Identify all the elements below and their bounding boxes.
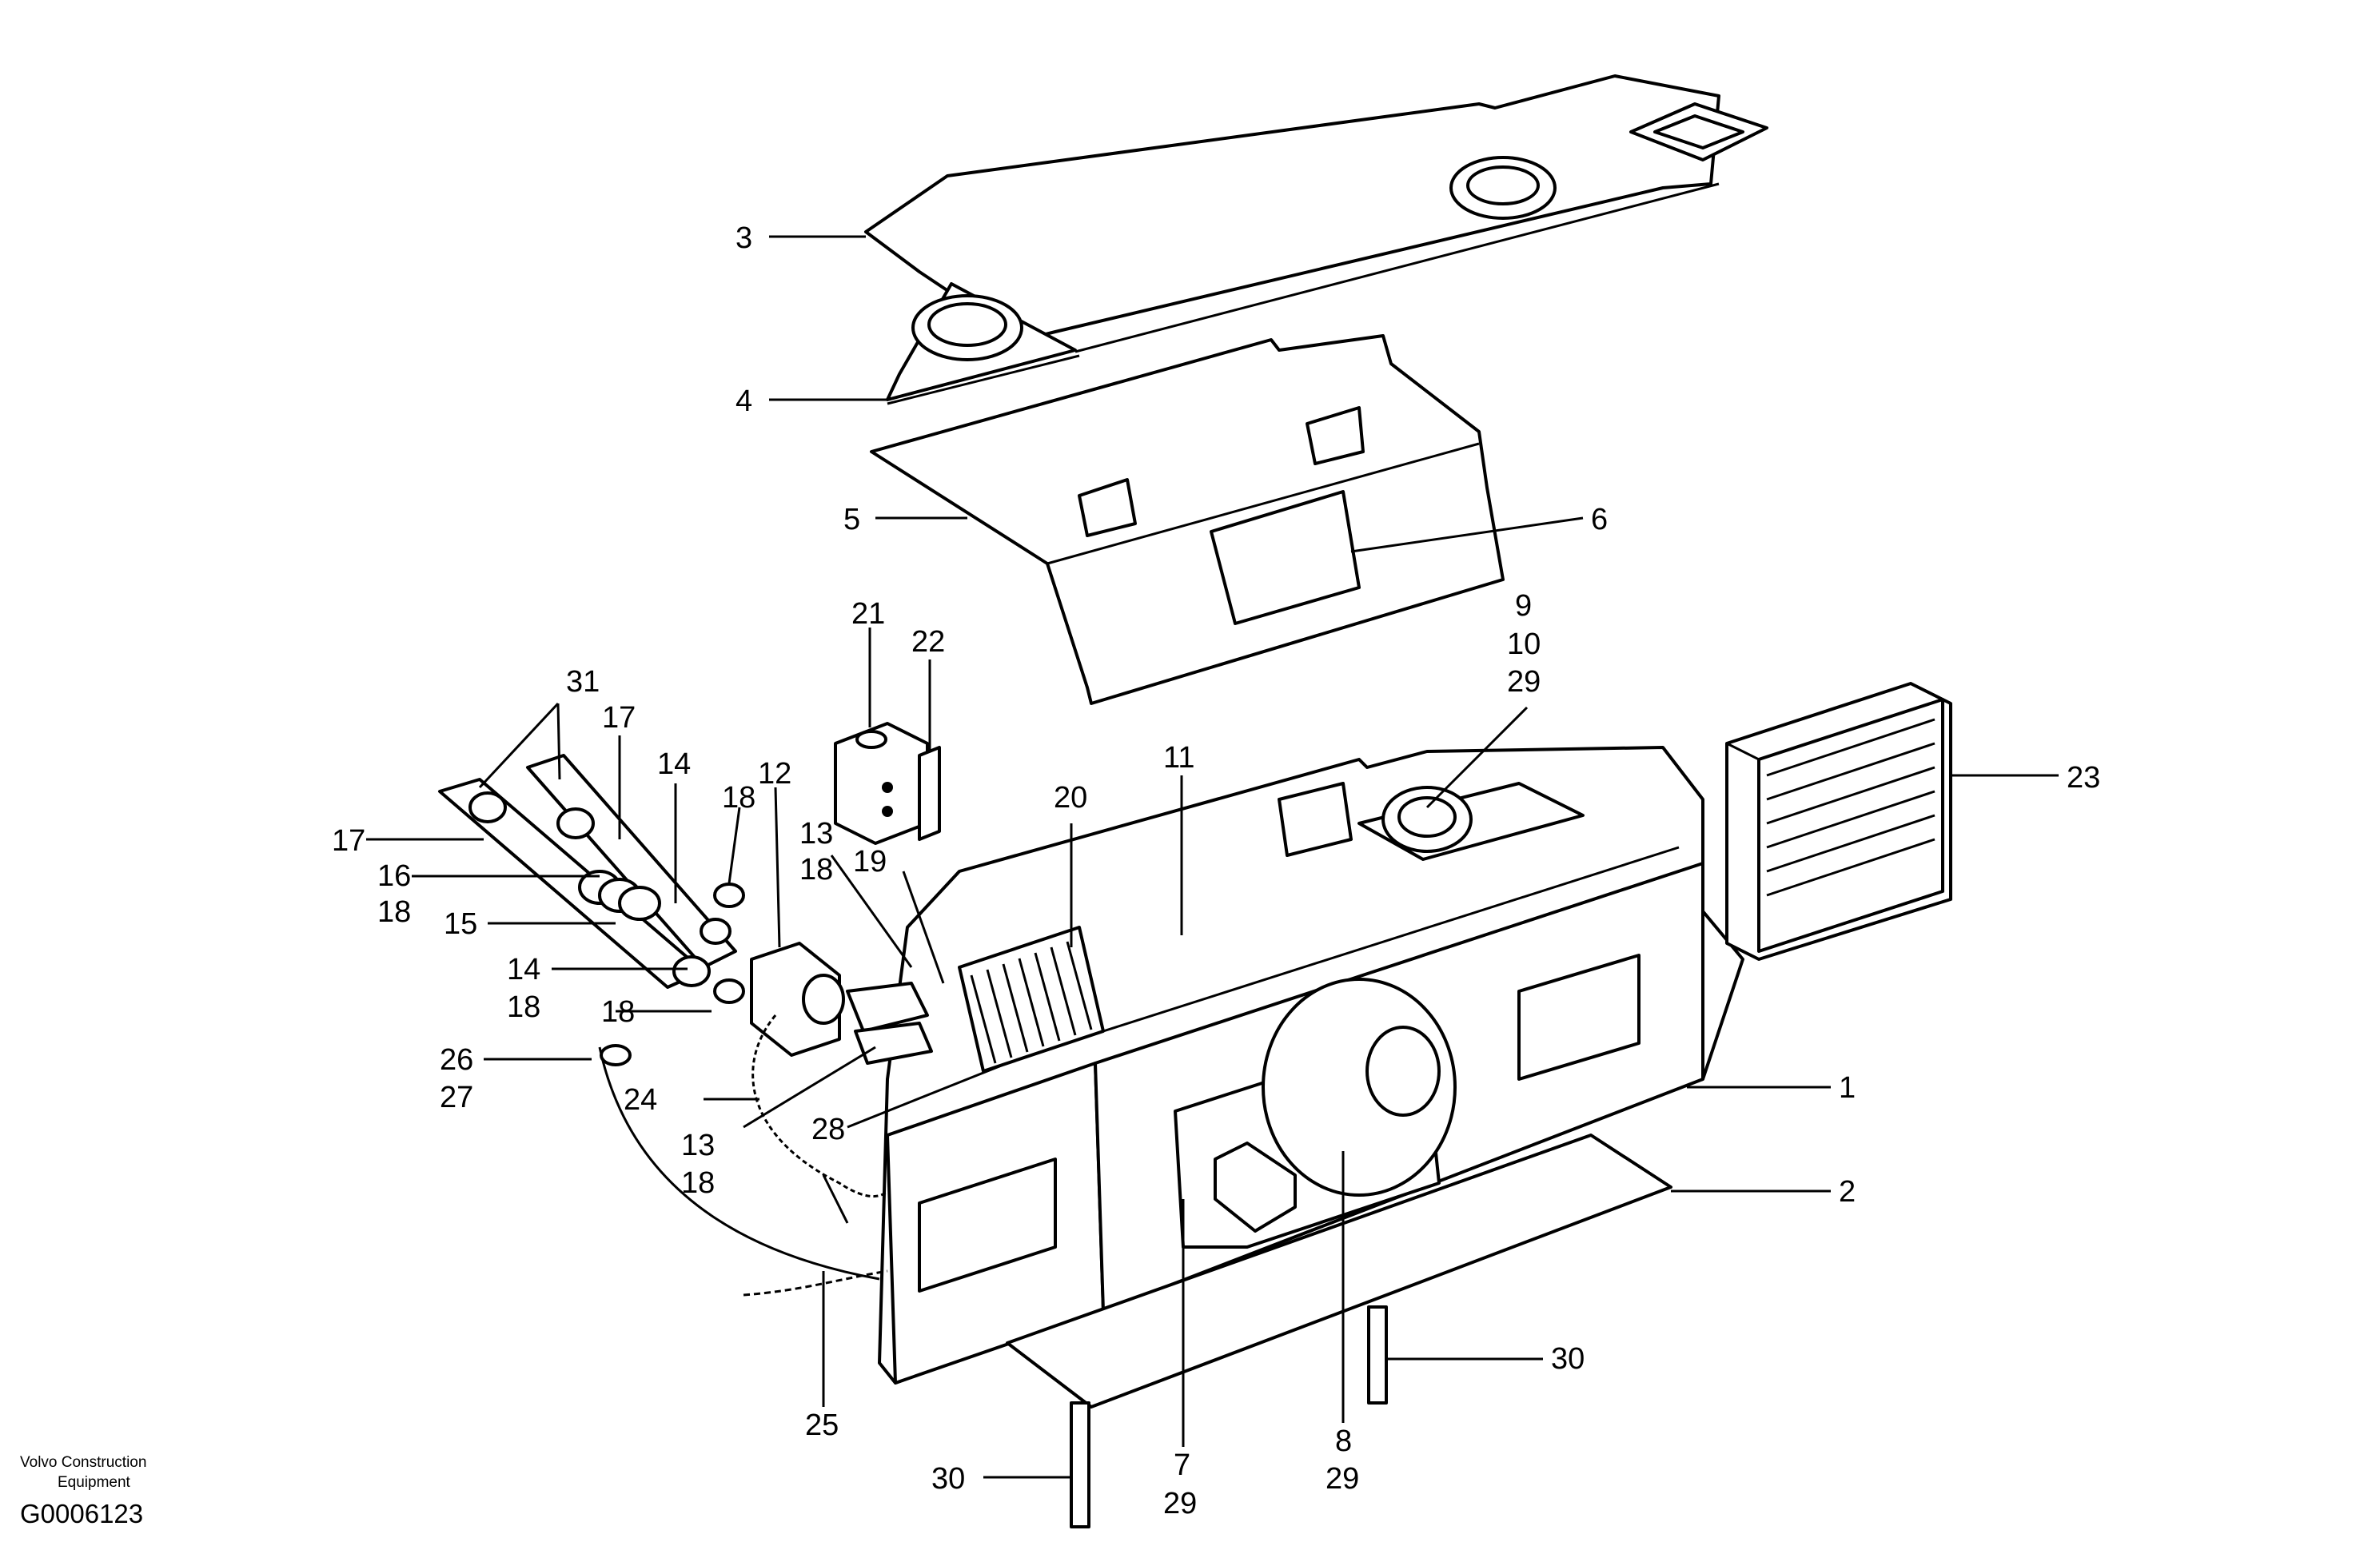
label-17-left: 17 bbox=[332, 824, 365, 858]
part-number-labels: 3 4 5 6 9 10 29 21 22 11 20 23 31 17 14 … bbox=[332, 221, 2100, 1520]
label-8: 8 bbox=[1335, 1425, 1352, 1458]
label-6: 6 bbox=[1591, 503, 1608, 536]
lower-cover bbox=[870, 334, 1505, 705]
label-11: 11 bbox=[1163, 741, 1194, 775]
label-3: 3 bbox=[736, 221, 752, 255]
mounting-bolts bbox=[1070, 1305, 1388, 1528]
label-1: 1 bbox=[1839, 1071, 1856, 1105]
label-12: 12 bbox=[758, 757, 791, 791]
drawing-id: G0006123 bbox=[20, 1499, 143, 1528]
leader-lines bbox=[366, 235, 2059, 1479]
label-4: 4 bbox=[736, 385, 752, 418]
label-13-lower: 13 bbox=[681, 1129, 715, 1162]
label-7: 7 bbox=[1174, 1448, 1190, 1482]
label-22: 22 bbox=[911, 625, 945, 659]
label-27: 27 bbox=[440, 1081, 473, 1114]
filter-mesh bbox=[1766, 718, 1935, 897]
label-23: 23 bbox=[2067, 761, 2100, 795]
label-13-upper: 13 bbox=[799, 817, 833, 851]
company-name-line2: Equipment bbox=[58, 1474, 131, 1491]
label-29: 29 bbox=[1507, 665, 1541, 699]
label-16: 16 bbox=[377, 859, 411, 893]
label-5: 5 bbox=[843, 503, 860, 536]
label-24: 24 bbox=[624, 1083, 657, 1117]
company-name-line1: Volvo Construction bbox=[20, 1454, 146, 1471]
heater-housing bbox=[878, 746, 1744, 1385]
label-15: 15 bbox=[444, 907, 477, 941]
label-18-upper: 18 bbox=[722, 781, 755, 815]
label-29-right: 29 bbox=[1326, 1462, 1359, 1496]
label-30-right: 30 bbox=[1551, 1342, 1585, 1376]
label-14-upper: 14 bbox=[657, 747, 691, 781]
label-18-mid: 18 bbox=[601, 995, 635, 1029]
label-18-bottom: 18 bbox=[681, 1166, 715, 1200]
label-26: 26 bbox=[440, 1043, 473, 1077]
label-14-lower: 14 bbox=[507, 953, 540, 986]
radiator-fins bbox=[970, 941, 1093, 1064]
top-cover-plate bbox=[864, 74, 1768, 405]
label-18-left: 18 bbox=[377, 895, 411, 929]
label-20: 20 bbox=[1054, 781, 1087, 815]
label-31: 31 bbox=[566, 665, 600, 699]
label-28: 28 bbox=[811, 1113, 845, 1146]
bottom-plate bbox=[1006, 1134, 1672, 1409]
label-29-bottom: 29 bbox=[1163, 1487, 1197, 1520]
label-2: 2 bbox=[1839, 1175, 1856, 1209]
label-19: 19 bbox=[853, 845, 887, 879]
hose-assembly bbox=[438, 754, 745, 1004]
label-9: 9 bbox=[1515, 589, 1532, 623]
valve-block bbox=[834, 722, 941, 845]
water-valve bbox=[750, 942, 933, 1065]
footer: Volvo Construction Equipment G0006123 bbox=[20, 1454, 146, 1528]
wiring-harness bbox=[598, 1014, 889, 1297]
label-18-lower: 18 bbox=[507, 990, 540, 1024]
label-10: 10 bbox=[1507, 628, 1541, 661]
label-21: 21 bbox=[851, 597, 885, 631]
label-18-upper-b: 18 bbox=[799, 853, 833, 887]
label-25: 25 bbox=[805, 1409, 839, 1442]
air-filter bbox=[1725, 682, 1952, 961]
label-17-upper: 17 bbox=[602, 701, 636, 735]
label-30-bottom: 30 bbox=[931, 1462, 965, 1496]
